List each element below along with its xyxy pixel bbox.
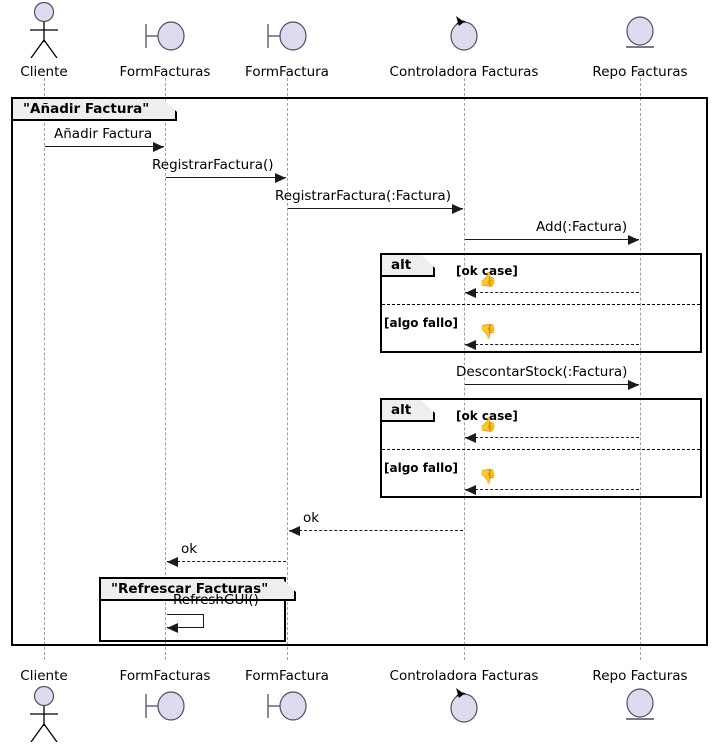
lifeline-repo-facturas <box>640 78 641 660</box>
lifeline-cliente <box>44 78 45 660</box>
message-line-m8 <box>465 437 639 438</box>
message-label-m11: ok <box>181 541 198 557</box>
control-icon <box>444 686 484 730</box>
lifeline-formfactura <box>287 78 288 660</box>
participant-label-cliente: Cliente <box>20 668 68 684</box>
alt-2-divider <box>382 449 700 450</box>
message-label-m1: Añadir Factura <box>54 126 153 142</box>
participant-label-formfactura: FormFactura <box>245 64 329 80</box>
alt-1-guard-1: [algo fallo] <box>384 316 458 330</box>
participant-label-controladora-facturas: Controladora Facturas <box>389 668 539 684</box>
arrowhead-m6 <box>465 339 476 350</box>
alt-1: alt <box>380 253 702 353</box>
message-label-m12: RefreshGUI() <box>173 592 259 608</box>
message-label-m5: 👍 <box>479 272 497 288</box>
participant-label-formfacturas: FormFacturas <box>119 668 211 684</box>
alt-1-operator-tab: alt <box>382 255 435 277</box>
message-line-m4 <box>465 239 639 240</box>
arrowhead-m10 <box>289 525 300 536</box>
alt-2-guard-0: [ok case] <box>456 409 518 423</box>
message-line-m9 <box>465 489 639 490</box>
message-line-m10 <box>289 530 463 531</box>
arrowhead-m5 <box>465 287 476 298</box>
arrowhead-m11 <box>167 556 178 567</box>
message-line-m6 <box>465 344 639 345</box>
message-label-m10: ok <box>303 510 320 526</box>
message-line-m1 <box>45 146 164 147</box>
message-line-m5 <box>465 292 639 293</box>
alt-2: alt <box>380 398 702 498</box>
arrowhead-m3 <box>452 203 463 214</box>
arrowhead-m4 <box>628 234 639 245</box>
participant-label-formfacturas: FormFacturas <box>119 64 211 80</box>
boundary-icon <box>261 18 313 58</box>
frame-refrescar-facturas-operator-tab: "Refrescar Facturas" <box>101 579 296 601</box>
entity-icon <box>620 14 660 58</box>
participant-label-repo-facturas: Repo Facturas <box>592 64 688 80</box>
participant-label-repo-facturas: Repo Facturas <box>592 668 688 684</box>
boundary-icon <box>139 688 191 728</box>
boundary-icon <box>261 688 313 728</box>
arrowhead-m8 <box>465 432 476 443</box>
participant-label-controladora-facturas: Controladora Facturas <box>389 64 539 80</box>
frame-anadir-factura: "Añadir Factura" <box>11 97 708 646</box>
message-label-m4: Add(:Factura) <box>536 219 628 235</box>
message-line-m3 <box>288 208 463 209</box>
alt-2-operator-tab: alt <box>382 400 435 422</box>
actor-icon <box>22 2 66 58</box>
message-line-m7 <box>465 384 639 385</box>
lifeline-formfacturas <box>165 78 166 660</box>
message-line-m11 <box>167 561 286 562</box>
lifeline-controladora-facturas <box>464 78 465 660</box>
message-label-m7: DescontarStock(:Factura) <box>456 364 628 380</box>
arrowhead-m7 <box>628 379 639 390</box>
message-label-m9: 👎 <box>479 469 497 485</box>
message-label-m8: 👍 <box>479 417 497 433</box>
message-line-m2 <box>166 177 286 178</box>
participant-label-cliente: Cliente <box>20 64 68 80</box>
alt-1-guard-0: [ok case] <box>456 264 518 278</box>
arrowhead-m2 <box>275 172 286 183</box>
control-icon <box>444 14 484 58</box>
actor-icon <box>22 686 66 742</box>
arrowhead-m1 <box>153 141 164 152</box>
message-label-m2: RegistrarFactura() <box>152 157 274 173</box>
frame-anadir-factura-operator-tab: "Añadir Factura" <box>13 99 177 121</box>
entity-icon <box>620 686 660 730</box>
message-label-m3: RegistrarFactura(:Factura) <box>275 188 451 204</box>
alt-1-divider <box>382 304 700 305</box>
participant-label-formfactura: FormFactura <box>245 668 329 684</box>
frame-refrescar-facturas: "Refrescar Facturas" <box>99 577 286 642</box>
arrowhead-m12 <box>167 623 178 633</box>
self-message-m12 <box>167 614 204 628</box>
boundary-icon <box>139 18 191 58</box>
message-label-m6: 👎 <box>479 324 497 340</box>
alt-2-guard-1: [algo fallo] <box>384 461 458 475</box>
arrowhead-m9 <box>465 484 476 495</box>
